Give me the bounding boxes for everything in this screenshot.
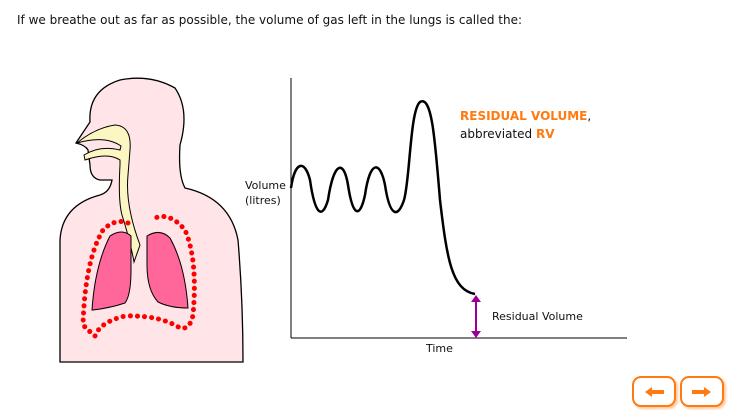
- airway: [76, 124, 141, 264]
- answer-term: RESIDUAL VOLUME: [460, 109, 588, 123]
- arrow-left-icon: [645, 386, 664, 397]
- x-axis-label: Time: [426, 342, 453, 355]
- volume-graph: [289, 78, 627, 339]
- left-lung: [91, 231, 132, 311]
- y-axis-label: Volume (litres): [245, 179, 286, 207]
- right-lung: [146, 232, 189, 309]
- arrow-right-icon: [692, 386, 711, 397]
- next-button[interactable]: [680, 376, 724, 407]
- back-button[interactable]: [632, 376, 676, 407]
- residual-volume-label: Residual Volume: [492, 310, 583, 323]
- answer-text: RESIDUAL VOLUME, abbreviated RV: [460, 109, 592, 141]
- question-text: If we breathe out as far as possible, th…: [17, 13, 523, 27]
- answer-abbrev: RV: [535, 127, 555, 141]
- body-diagram: [59, 77, 244, 363]
- volume-curve: [289, 100, 476, 296]
- ribcage-dots: [80, 214, 197, 341]
- residual-volume-arrow: [471, 295, 481, 338]
